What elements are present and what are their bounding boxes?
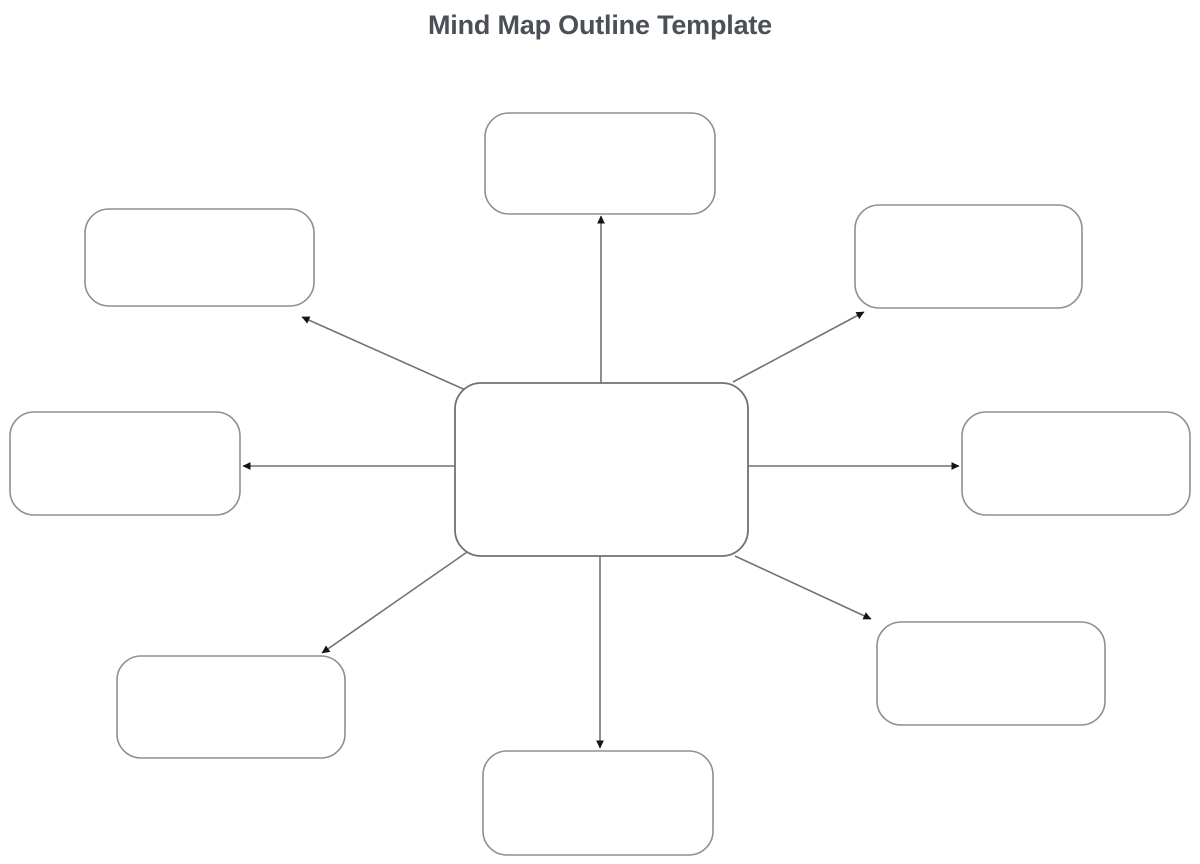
node-branch-top-left[interactable]: [84, 208, 315, 307]
node-branch-top-right[interactable]: [854, 204, 1083, 309]
node-branch-right[interactable]: [961, 411, 1191, 516]
page-title: Mind Map Outline Template: [427, 10, 772, 40]
node-branch-bottom[interactable]: [482, 750, 714, 856]
connectors-layer: [242, 215, 960, 749]
node-branch-top[interactable]: [484, 112, 716, 215]
branch-right-shape[interactable]: [961, 411, 1191, 516]
branch-top-right-shape[interactable]: [854, 204, 1083, 309]
center-shape[interactable]: [454, 382, 749, 557]
connector-center-to-bottom-right: [734, 555, 872, 620]
nodes-layer: [9, 112, 1191, 856]
connector-center-to-top-right: [732, 311, 865, 383]
node-branch-left[interactable]: [9, 411, 241, 516]
branch-left-shape[interactable]: [9, 411, 241, 516]
node-branch-bottom-right[interactable]: [876, 621, 1106, 726]
connector-center-to-bottom-left: [321, 549, 471, 654]
branch-bottom-shape[interactable]: [482, 750, 714, 856]
connector-center-to-top-left: [301, 316, 471, 393]
branch-bottom-right-shape[interactable]: [876, 621, 1106, 726]
branch-top-left-shape[interactable]: [84, 208, 315, 307]
node-branch-bottom-left[interactable]: [116, 655, 346, 759]
branch-top-shape[interactable]: [484, 112, 716, 215]
node-center[interactable]: [454, 382, 749, 557]
branch-bottom-left-shape[interactable]: [116, 655, 346, 759]
